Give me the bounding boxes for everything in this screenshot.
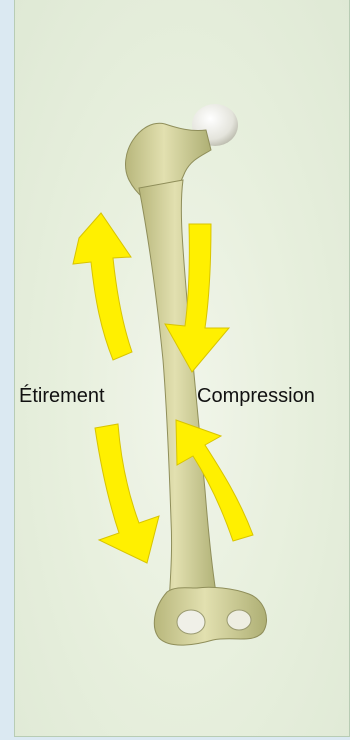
diagram-frame: Étirement Compression (14, 0, 350, 737)
stretch-label: Étirement (19, 385, 105, 408)
femur-bone (126, 104, 267, 645)
compression-label: Compression (197, 385, 315, 408)
lateral-condyle (227, 610, 251, 630)
medial-condyle (177, 610, 205, 634)
femur-diagram (15, 0, 349, 736)
stretch-arrow-down (95, 424, 159, 563)
stretch-arrow-up (73, 213, 132, 360)
